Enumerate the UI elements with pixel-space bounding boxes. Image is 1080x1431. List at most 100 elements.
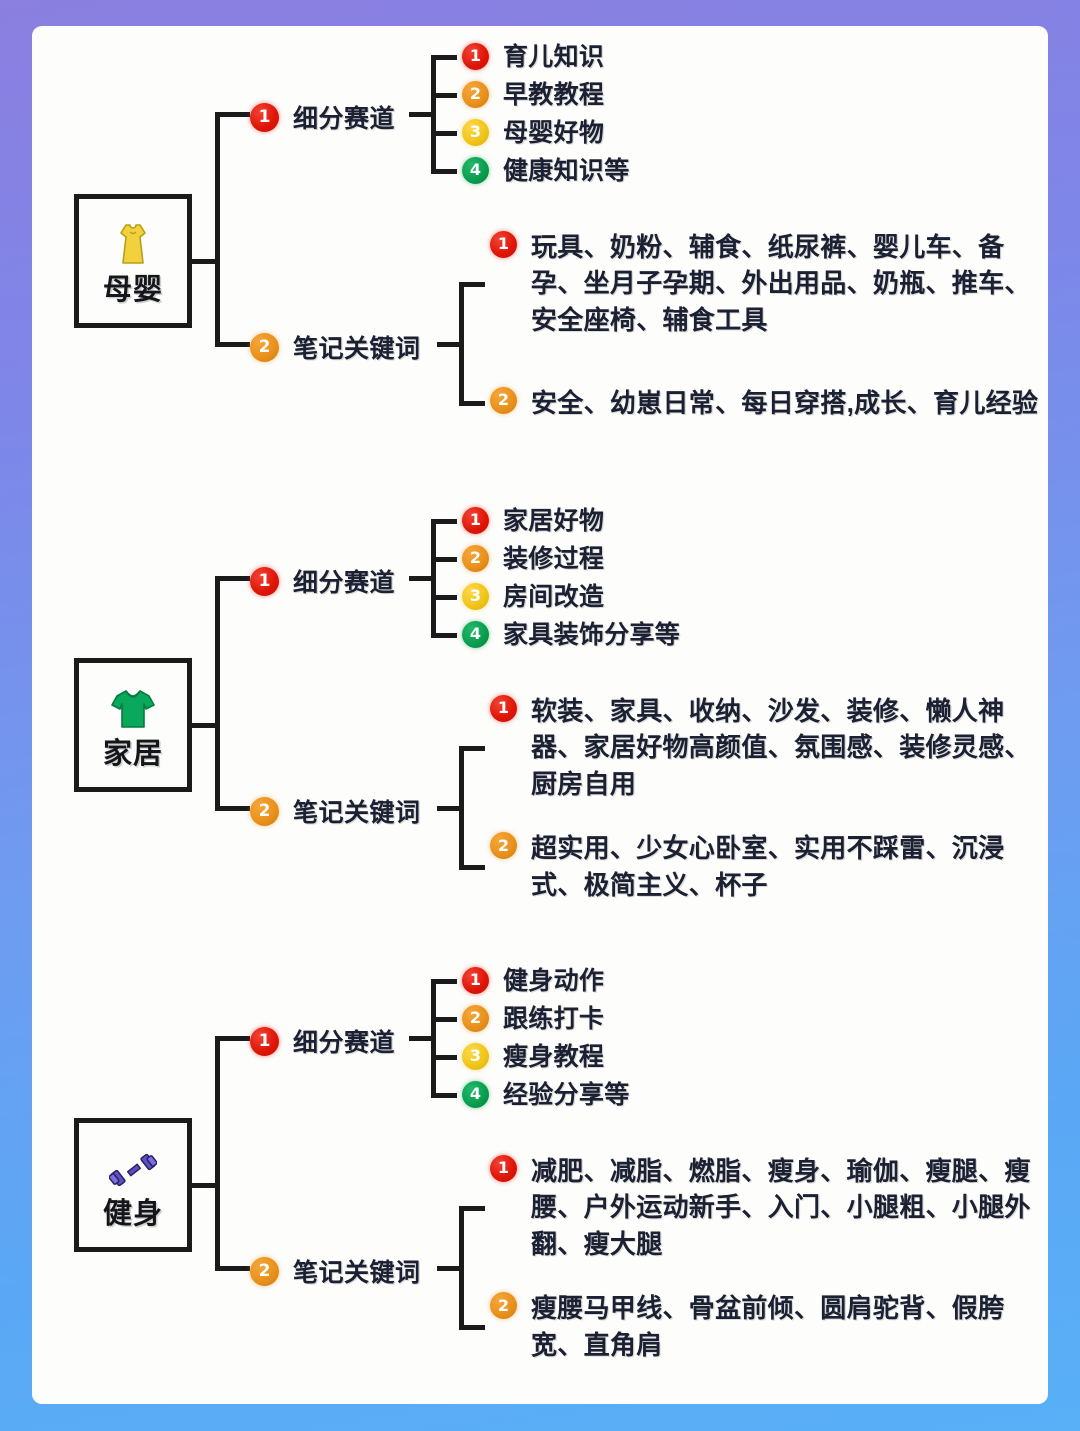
leaf-item[interactable]: 2 超实用、少女心卧室、实用不踩雷、沉浸式、极简主义、杯子 [490,830,1048,904]
badge-number-icon: 3 [462,118,489,146]
badge-number-icon: 2 [490,386,517,414]
connector-child-arm [431,55,457,60]
badge-number-icon: 1 [462,966,489,994]
badge-number-icon: 4 [462,156,489,184]
connector-root-spine [215,112,220,347]
connector-child-arm [459,746,485,751]
connector-child-arm [431,169,457,174]
leaf-text: 房间改造 [503,582,605,611]
branch-home-living-2[interactable]: 2 笔记关键词 [250,793,421,829]
tshirt-icon [109,682,157,738]
connector-child-stem [409,1036,431,1041]
leaf-item[interactable]: 1 健身动作 [462,965,604,998]
branch-label: 细分赛道 [293,105,396,133]
connector-child-stem [437,806,459,811]
badge-number-icon: 1 [462,506,489,534]
branch-fitness-1[interactable]: 1 细分赛道 [250,1023,395,1059]
branch-maternal-baby-2[interactable]: 2 笔记关键词 [250,329,421,365]
leaf-text: 瘦身教程 [503,1042,605,1071]
connector-child-arm [431,1093,457,1098]
leaf-text: 装修过程 [503,544,605,573]
badge-number-icon: 2 [250,332,279,362]
branch-label: 笔记关键词 [293,335,421,363]
connector-branch-arm [215,342,250,347]
leaf-item[interactable]: 4 经验分享等 [462,1079,630,1112]
leaf-item[interactable]: 2 跟练打卡 [462,1003,604,1036]
connector-branch-arm [215,112,250,117]
connector-root-stem [192,723,218,728]
badge-number-icon: 2 [490,832,517,859]
badge-number-icon: 3 [462,582,489,610]
badge-number-icon: 1 [250,1026,279,1056]
root-node-label: 家居 [102,737,163,770]
leaf-text: 健身动作 [503,966,605,995]
badge-number-icon: 2 [462,544,489,572]
branch-maternal-baby-1[interactable]: 1 细分赛道 [250,99,395,135]
badge-number-icon: 4 [462,620,489,648]
connector-child-arm [459,282,485,287]
leaf-text: 经验分享等 [503,1080,630,1109]
connector-branch-arm [215,1266,250,1271]
leaf-item[interactable]: 2 早教教程 [462,79,604,112]
leaf-item[interactable]: 4 家具装饰分享等 [462,619,680,652]
badge-number-icon: 1 [250,102,279,132]
connector-child-spine [459,282,464,406]
connector-child-arm [459,1206,485,1211]
badge-number-icon: 2 [250,1256,279,1286]
branch-label: 细分赛道 [293,1029,396,1057]
connector-child-spine [459,1206,464,1330]
root-node-label: 母婴 [102,273,163,306]
connector-child-stem [409,112,431,117]
connector-child-arm [459,1325,485,1330]
leaf-text: 育儿知识 [503,42,605,71]
leaf-text: 跟练打卡 [503,1004,605,1033]
leaf-item[interactable]: 3 房间改造 [462,581,604,614]
root-node-fitness[interactable]: 健身 [74,1118,192,1252]
badge-number-icon: 1 [490,1154,517,1182]
connector-child-arm [431,557,457,562]
connector-branch-arm [215,576,250,581]
dumbbell-icon [109,1142,157,1198]
connector-child-arm [431,1017,457,1022]
leaf-text: 家具装饰分享等 [503,620,681,649]
leaf-item[interactable]: 3 瘦身教程 [462,1041,604,1074]
badge-number-icon: 2 [462,80,489,108]
connector-child-arm [459,865,485,870]
connector-child-arm [431,979,457,984]
badge-number-icon: 2 [462,1004,489,1032]
leaf-text: 家居好物 [503,506,605,535]
root-node-maternal-baby[interactable]: 母婴 [74,194,192,328]
badge-number-icon: 3 [462,1042,489,1070]
leaf-text: 超实用、少女心卧室、实用不踩雷、沉浸式、极简主义、杯子 [531,833,1005,900]
connector-child-arm [431,595,457,600]
connector-child-stem [409,576,431,581]
leaf-item[interactable]: 2 装修过程 [462,543,604,576]
badge-number-icon: 2 [490,1292,517,1319]
branch-label: 笔记关键词 [293,799,421,827]
leaf-text: 早教教程 [503,80,605,109]
badge-number-icon: 4 [462,1080,489,1108]
badge-number-icon: 1 [250,566,279,596]
root-node-home-living[interactable]: 家居 [74,658,192,792]
connector-child-arm [459,401,485,406]
connector-child-spine [431,519,436,638]
connector-root-spine [215,576,220,811]
leaf-item[interactable]: 1 家居好物 [462,505,604,538]
connector-child-arm [431,1055,457,1060]
connector-branch-arm [215,1036,250,1041]
connector-child-stem [437,342,459,347]
connector-child-spine [431,55,436,174]
badge-number-icon: 2 [250,796,279,826]
